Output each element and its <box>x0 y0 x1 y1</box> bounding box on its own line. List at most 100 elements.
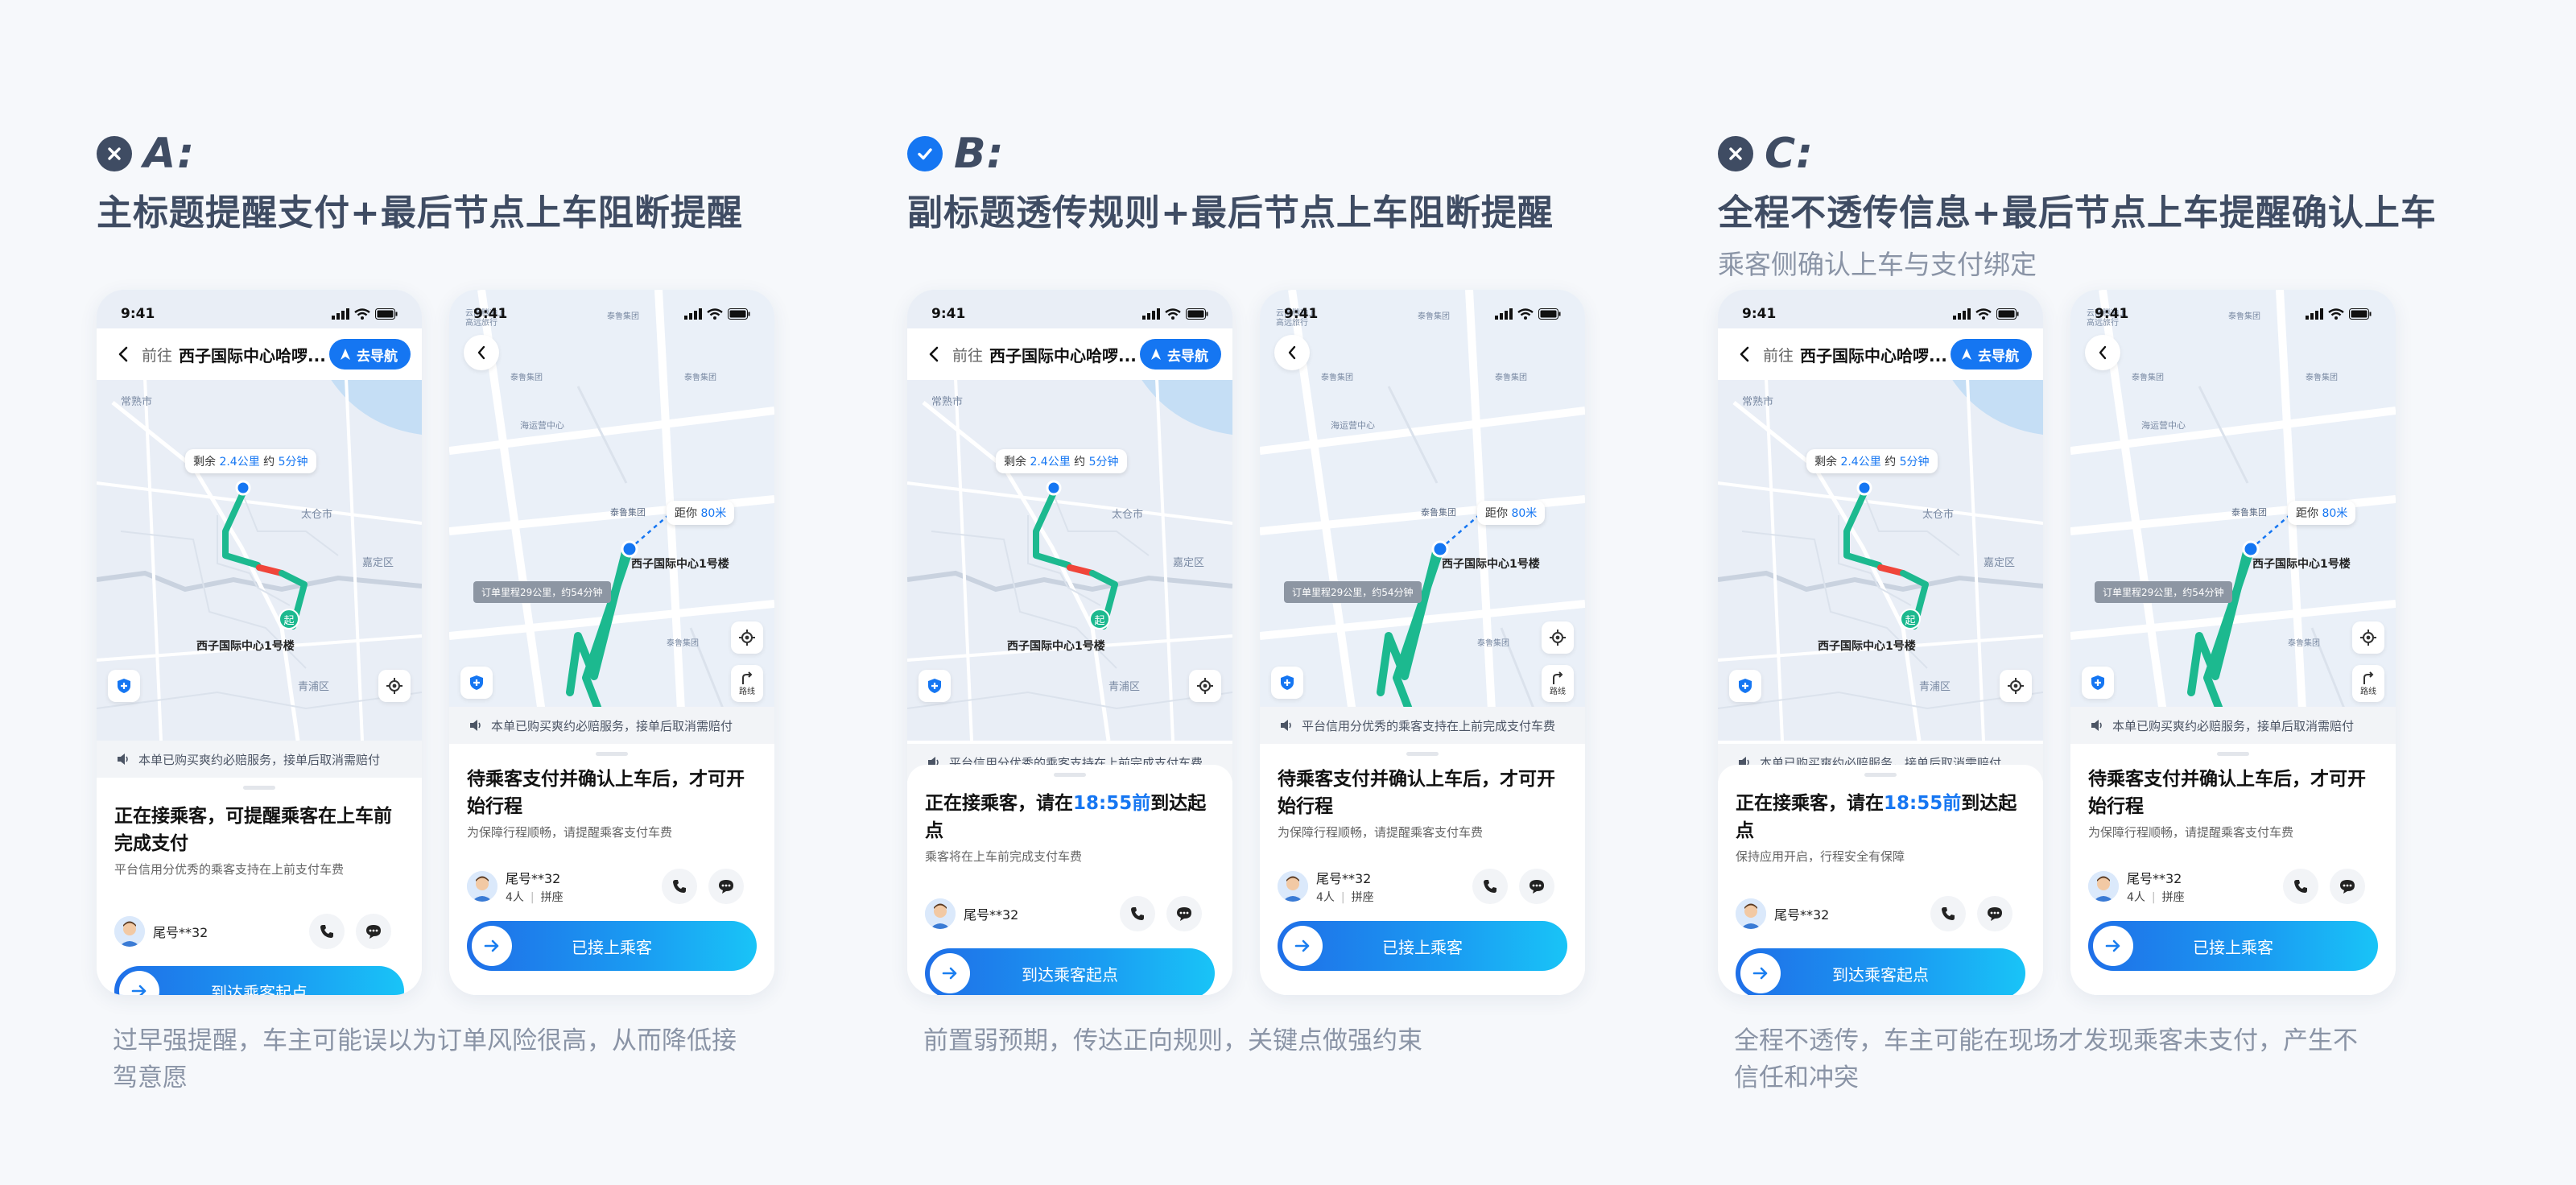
message-button[interactable] <box>2330 869 2365 904</box>
phone-pair-c: 常熟市 太仓市 嘉定区 青浦区 剩余 2.4公里 约 5分钟 起 西子国际中心1… <box>1718 290 2396 995</box>
call-button[interactable] <box>662 869 697 904</box>
navigate-button[interactable]: 去导航 <box>1951 339 2032 370</box>
slide-knob[interactable] <box>1282 926 1323 966</box>
passenger-row: 尾号**32 4人|拼座 <box>467 860 757 913</box>
distance-value: 80米 <box>1511 507 1538 520</box>
map[interactable]: 云南腾冲上高远旅行 泰鲁集团 泰鲁集团 泰鲁集团 海运营中心 泰鲁集团 泰鲁集团… <box>2070 290 2396 741</box>
wifi-icon <box>1975 308 1992 320</box>
safety-shield-icon[interactable] <box>919 670 951 702</box>
arrow-right-icon <box>1294 939 1310 952</box>
arrow-right-icon <box>2105 939 2120 952</box>
message-button[interactable] <box>1977 896 2013 931</box>
message-button[interactable] <box>1166 896 1202 931</box>
drag-handle[interactable] <box>1406 752 1439 756</box>
back-icon[interactable] <box>1274 335 1310 370</box>
locate-icon[interactable] <box>731 621 763 654</box>
check-circle-icon <box>907 136 943 171</box>
message-button[interactable] <box>356 914 391 949</box>
safety-shield-icon[interactable] <box>108 670 140 702</box>
locate-icon[interactable] <box>2352 621 2384 654</box>
map[interactable]: 云南腾冲上高远旅行 泰鲁集团 泰鲁集团 泰鲁集团 海运营中心 泰鲁集团 泰鲁集团… <box>1260 290 1585 741</box>
back-icon[interactable] <box>2085 335 2120 370</box>
slide-knob[interactable] <box>119 971 159 995</box>
option-title: 全程不透传信息+最后节点上车提醒确认上车 <box>1718 192 2437 233</box>
back-icon[interactable] <box>1734 344 1755 365</box>
slide-knob[interactable] <box>930 953 970 993</box>
drag-handle[interactable] <box>243 786 275 790</box>
option-letter: A: <box>143 130 196 178</box>
map-label: 泰鲁集团 <box>2306 374 2338 382</box>
back-icon[interactable] <box>464 335 499 370</box>
call-button[interactable] <box>1472 869 1508 904</box>
passenger-row: 尾号**32 <box>114 905 404 958</box>
safety-shield-icon[interactable] <box>1729 670 1761 702</box>
safety-shield-icon[interactable] <box>1271 667 1303 699</box>
safety-shield-icon[interactable] <box>2082 667 2114 699</box>
picked-up-slide-button[interactable]: 已接上乘客 <box>2088 921 2378 971</box>
back-icon[interactable] <box>113 344 134 365</box>
picked-up-slide-button[interactable]: 已接上乘客 <box>1278 921 1567 971</box>
safety-shield-icon[interactable] <box>460 667 493 699</box>
phone-icon <box>2294 880 2307 893</box>
passenger-row: 尾号**32 4人|拼座 <box>1278 860 1567 913</box>
distance-bubble: 距你 80米 <box>2288 501 2356 525</box>
drag-handle[interactable] <box>1864 773 1897 777</box>
arrived-slide-button[interactable]: 到达乘客起点 <box>925 948 1215 995</box>
caption-b: 前置弱预期，传达正向规则，关键点做强约束 <box>923 1022 1591 1059</box>
back-icon[interactable] <box>923 344 944 365</box>
route-button[interactable]: 路线 <box>2352 665 2384 702</box>
wifi-icon <box>354 308 370 320</box>
distance-value: 80米 <box>700 507 727 520</box>
card-subtitle: 为保障行程顺畅，请提醒乘客支付车费 <box>467 825 673 840</box>
call-button[interactable] <box>309 914 345 949</box>
map-label: 常熟市 <box>121 396 153 408</box>
map-label: 泰鲁集团 <box>2231 507 2267 518</box>
slide-knob[interactable] <box>472 926 512 966</box>
arrived-slide-button[interactable]: 到达乘客起点 <box>114 966 404 995</box>
locate-icon[interactable] <box>1542 621 1574 654</box>
avatar <box>1736 898 1766 929</box>
notice-text: 本单已购买爽约必赔服务，接单后取消需赔付 <box>2112 718 2355 733</box>
locate-icon[interactable] <box>2000 670 2032 702</box>
slide-knob[interactable] <box>1740 953 1781 993</box>
map-label-line: 云南腾冲上 <box>465 309 506 318</box>
navigate-button[interactable]: 去导航 <box>329 339 411 370</box>
title-text: 正在接乘客，请在 <box>925 793 1073 814</box>
drag-handle[interactable] <box>596 752 628 756</box>
map-label: 海运营中心 <box>2141 420 2186 431</box>
message-button[interactable] <box>1519 869 1554 904</box>
distance-bubble: 距你 80米 <box>667 501 735 525</box>
message-button[interactable] <box>708 869 744 904</box>
speaker-icon <box>118 754 128 765</box>
slide-knob[interactable] <box>2093 926 2133 966</box>
bubble-text: 剩余 <box>1004 456 1026 469</box>
nav-destination: 西子国际中心哈啰... <box>1800 345 1947 365</box>
map-label: 常熟市 <box>931 396 964 408</box>
route-button[interactable]: 路线 <box>1542 665 1574 702</box>
call-button[interactable] <box>1120 896 1155 931</box>
card-subtitle: 平台信用分优秀的乘客支持在上前支付车费 <box>114 862 345 877</box>
x-circle-icon <box>97 136 132 171</box>
bubble-text: 剩余 <box>1814 456 1837 469</box>
navigate-button[interactable]: 去导航 <box>1140 339 1221 370</box>
map[interactable]: 云南腾冲上高远旅行 泰鲁集团 泰鲁集团 泰鲁集团 海运营中心 泰鲁集团 泰鲁集团… <box>449 290 774 741</box>
picked-up-slide-button[interactable]: 已接上乘客 <box>467 921 757 971</box>
option-b: B: 副标题透传规则+最后节点上车阻断提醒 <box>907 129 1632 235</box>
locate-icon[interactable] <box>1189 670 1221 702</box>
slide-label: 到达乘客起点 <box>1022 964 1118 985</box>
locate-icon[interactable] <box>378 670 411 702</box>
call-button[interactable] <box>2283 869 2318 904</box>
pickup-phone-c: 常熟市 太仓市 嘉定区 青浦区 剩余 2.4公里 约 5分钟 起 西子国际中心1… <box>1718 290 2043 995</box>
battery-icon <box>2349 308 2372 320</box>
notice-text: 本单已购买爽约必赔服务，接单后取消需赔付 <box>491 718 733 733</box>
drag-handle[interactable] <box>2217 752 2249 756</box>
drag-handle[interactable] <box>1054 773 1086 777</box>
passenger-name: 尾号**32 <box>2127 871 2182 886</box>
bottom-card: 待乘客支付并确认上车后，才可开始行程 为保障行程顺畅，请提醒乘客支付车费 尾号*… <box>449 744 774 995</box>
notice-text: 平台信用分优秀的乘客支持在上前完成支付车费 <box>1302 718 1556 733</box>
call-button[interactable] <box>1930 896 1966 931</box>
option-letter: B: <box>954 130 1005 178</box>
arrived-slide-button[interactable]: 到达乘客起点 <box>1736 948 2025 995</box>
deadline-time: 18:55前 <box>1073 793 1151 814</box>
route-button[interactable]: 路线 <box>731 665 763 702</box>
